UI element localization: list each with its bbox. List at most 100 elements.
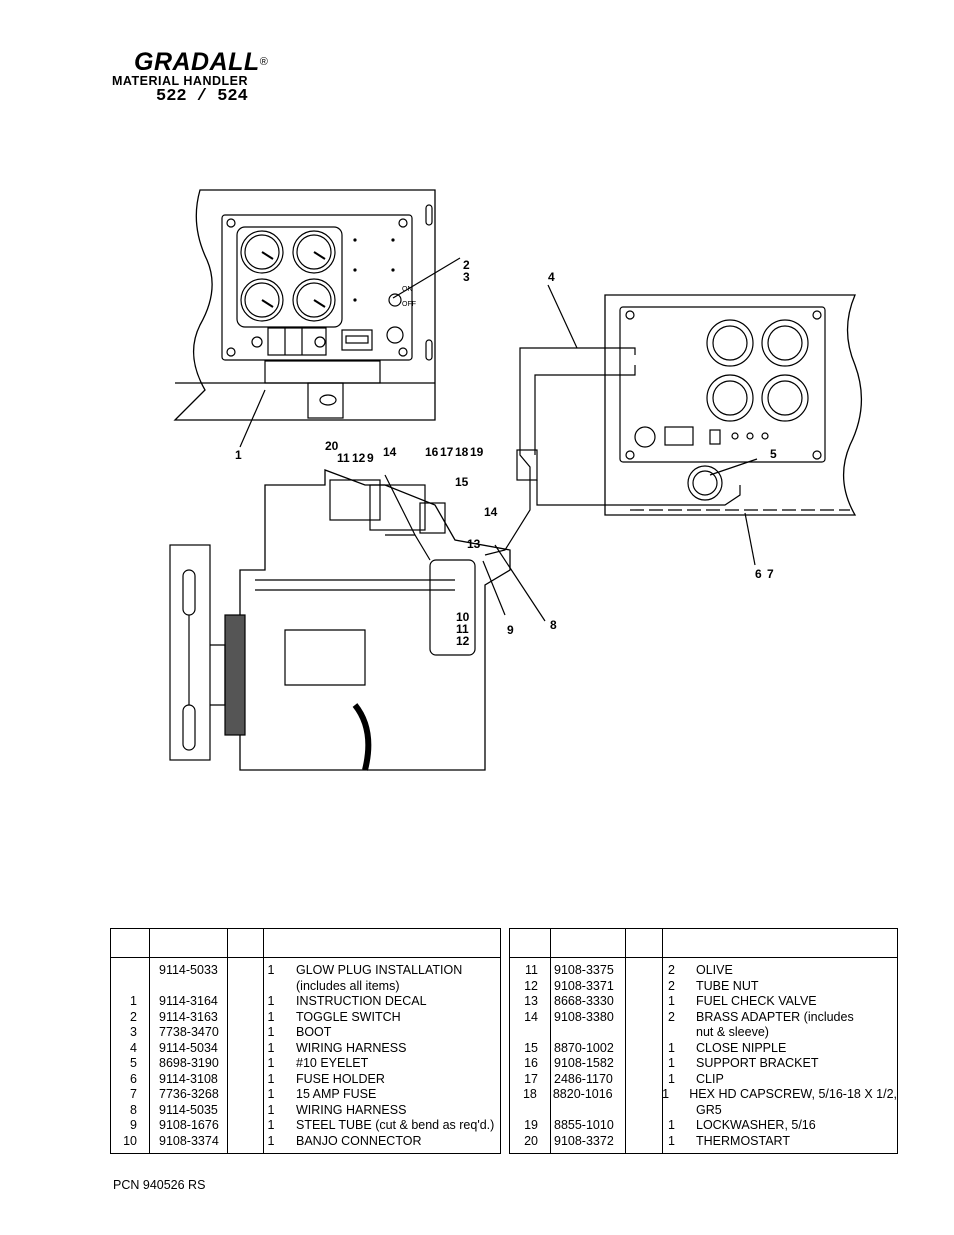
item-number [510, 1025, 538, 1041]
parts-list-left: 9114-5033 1 GLOW PLUG INSTALLATION (include… [110, 928, 501, 1154]
part-number: 7738-3470 [159, 1025, 219, 1039]
part-number: 9108-1582 [554, 1056, 614, 1070]
quantity: 2 [668, 978, 675, 993]
part-number: 9114-3164 [159, 994, 218, 1008]
callout-7: 7 [767, 567, 774, 581]
quantity: 2 [668, 963, 675, 977]
part-description: BRASS ADAPTER (includes [696, 1009, 854, 1024]
part-number: 9108-3374 [159, 1133, 219, 1148]
part-description: GR5 [696, 1102, 722, 1117]
callout-14b: 14 [484, 505, 498, 519]
item-number: 4 [130, 1040, 137, 1055]
callout-9a: 9 [507, 623, 514, 637]
item-number: 10 [123, 1133, 137, 1148]
item-number: 14 [524, 1009, 538, 1024]
callout-11b: 11 [337, 451, 350, 465]
quantity: 1 [267, 1040, 275, 1055]
item-number: 15 [524, 1040, 538, 1055]
item-number: 3 [130, 1025, 137, 1039]
quantity: 1 [668, 1040, 675, 1055]
callout-20: 20 [325, 439, 339, 453]
part-number: 9114-5035 [159, 1102, 218, 1117]
part-description: STEEL TUBE (cut & bend as req'd.) [296, 1118, 495, 1132]
callout-17: 17 [440, 445, 454, 459]
parts-rows-left: 9114-5033 1 GLOW PLUG INSTALLATION (include… [111, 963, 500, 1149]
item-number: 6 [130, 1071, 137, 1086]
quantity: 1 [668, 994, 675, 1008]
part-description: GLOW PLUG INSTALLATION [296, 963, 463, 977]
callout-8: 8 [550, 618, 557, 632]
part-number: 9114-3108 [159, 1071, 218, 1086]
part-description: SUPPORT BRACKET [696, 1056, 819, 1070]
quantity [653, 1103, 690, 1119]
logo-subtitle: MATERIAL HANDLER [112, 74, 249, 88]
item-number: 12 [524, 978, 538, 993]
part-description: LOCKWASHER, 5/16 [696, 1118, 816, 1132]
part-number: 8855-1010 [554, 1118, 614, 1132]
quantity: 1 [668, 1071, 675, 1086]
quantity: 1 [668, 1118, 675, 1132]
part-description: HEX HD CAPSCREW, 5/16-18 X 1/2, [689, 1087, 897, 1101]
parts-row: nut & sleeve) [510, 1025, 897, 1041]
quantity: 1 [267, 1102, 275, 1117]
part-description: nut & sleeve) [696, 1025, 769, 1039]
item-number [111, 963, 137, 979]
callout-14a: 14 [383, 445, 397, 459]
callout-9b: 9 [367, 451, 374, 465]
part-description: WIRING HARNESS [296, 1040, 407, 1055]
callout-6: 6 [755, 567, 762, 581]
part-number: 9108-3375 [554, 963, 614, 977]
parts-row: (includes all items) [111, 979, 500, 995]
part-number: 8870-1002 [554, 1040, 614, 1055]
callout-12a: 12 [456, 634, 470, 648]
part-description: TUBE NUT [696, 978, 759, 993]
part-number: 9114-5033 [159, 963, 218, 977]
part-number: 9108-3372 [554, 1133, 614, 1148]
item-number: 18 [522, 1087, 537, 1101]
part-description: BANJO CONNECTOR [296, 1133, 422, 1148]
callout-4: 4 [548, 270, 555, 284]
part-number: 9114-3163 [159, 1009, 218, 1024]
quantity: 1 [267, 963, 275, 977]
item-number: 16 [524, 1056, 538, 1070]
gradall-logo: GRADALL® MATERIAL HANDLER 522 / 524 [112, 48, 312, 106]
part-number: 9108-3371 [554, 978, 614, 993]
quantity: 1 [668, 1056, 675, 1070]
brand-name: GRADALL® [134, 48, 269, 76]
column-divider [149, 929, 150, 1153]
diagram-svg [169, 189, 863, 771]
table-header-rule [510, 957, 897, 958]
item-number: 19 [524, 1118, 538, 1132]
part-description: OLIVE [696, 963, 733, 977]
item-number [510, 1103, 538, 1119]
callout-18: 18 [455, 445, 469, 459]
quantity [253, 979, 289, 995]
part-description: INSTRUCTION DECAL [296, 994, 427, 1008]
parts-row: 9114-5033 1 GLOW PLUG INSTALLATION [111, 963, 500, 979]
parts-row: 19 8855-1010 1 LOCKWASHER, 5/16 [510, 1118, 897, 1134]
quantity [653, 1025, 690, 1041]
callout-11a: 11 [456, 622, 469, 636]
callout-13: 13 [467, 537, 481, 551]
item-number: 8 [130, 1102, 137, 1117]
quantity: 1 [267, 994, 275, 1008]
callout-15: 15 [455, 475, 469, 489]
item-number: 7 [130, 1087, 137, 1101]
column-divider [625, 929, 626, 1153]
part-number [538, 1103, 653, 1119]
parts-row: 16 9108-1582 1 SUPPORT BRACKET [510, 1056, 897, 1072]
column-divider [550, 929, 551, 1153]
